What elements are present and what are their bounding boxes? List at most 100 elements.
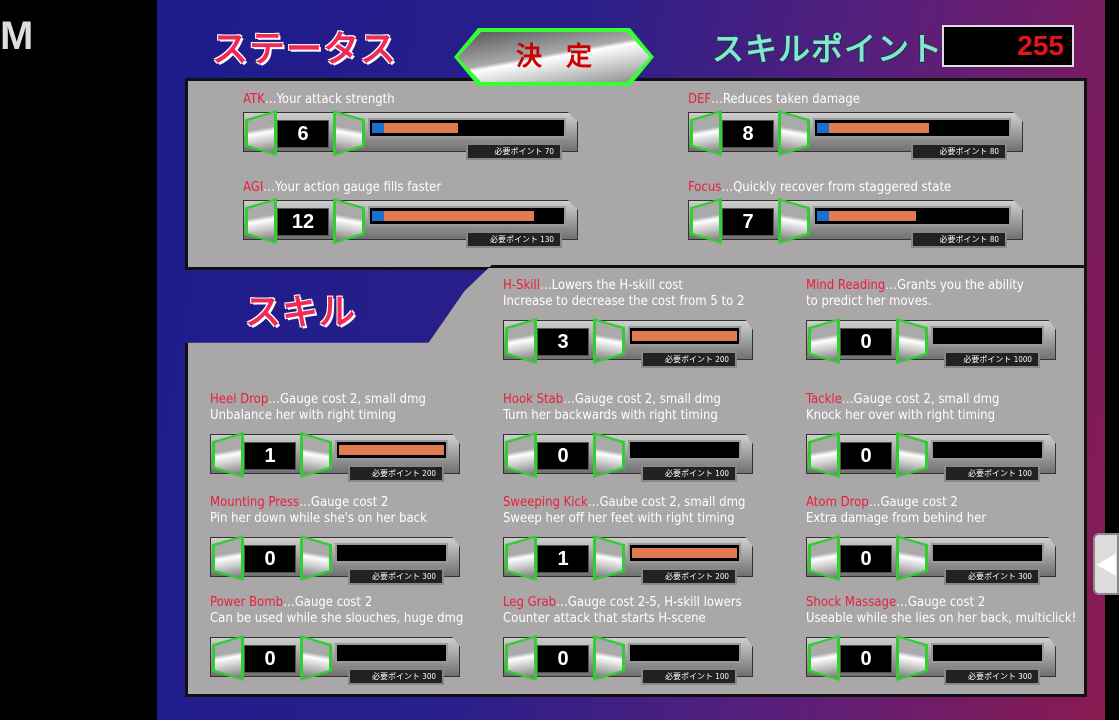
item-desc-2: Increase to decrease the cost from 5 to … [503, 294, 745, 309]
required-value: 130 [540, 235, 554, 244]
decrease-button[interactable] [212, 432, 244, 478]
item-desc-2: Sweep her off her feet with right timing [503, 511, 735, 526]
item-ellipsis: … [885, 278, 898, 293]
required-points: 必要ポイント 80 [911, 143, 1007, 160]
stats-widget: 7 必要ポイント 80 [688, 196, 1023, 250]
item-ellipsis: … [264, 92, 277, 107]
level-gauge [628, 643, 741, 663]
gauge-base [372, 211, 384, 221]
gauge-base [817, 123, 829, 133]
gauge-fill [372, 123, 458, 133]
item-name: Atom Drop [806, 495, 869, 510]
level-value: 0 [537, 645, 589, 673]
level-gauge [628, 326, 741, 346]
confirm-button[interactable]: 決定 [454, 28, 654, 86]
level-gauge [335, 440, 448, 460]
required-label: 必要ポイント [371, 672, 420, 681]
item-name: Sweeping Kick [503, 495, 588, 510]
skills-widget: 0 必要ポイント 300 [806, 633, 1056, 687]
required-points: 必要ポイント 200 [641, 351, 737, 368]
level-gauge [368, 206, 566, 226]
stats-label: AGI…Your action gauge fills faster [243, 180, 441, 196]
arrow-right-icon [899, 638, 925, 678]
stats-label: DEF…Reduces taken damage [688, 92, 860, 108]
required-label: 必要ポイント [664, 572, 713, 581]
skills-widget: 0 必要ポイント 300 [210, 533, 460, 587]
arrow-left-icon [248, 201, 274, 241]
item-name: Mind Reading [806, 278, 886, 293]
required-points: 必要ポイント 300 [348, 568, 444, 585]
skill-points-label: スキルポイント [712, 30, 944, 68]
item-desc: Gaube cost 2, small dmg [599, 495, 746, 510]
arrow-left-icon [693, 113, 719, 153]
item-ellipsis: … [283, 595, 295, 610]
stats-widget: 6 必要ポイント 70 [243, 108, 578, 162]
decrease-button[interactable] [808, 535, 840, 581]
item-ellipsis: … [711, 92, 723, 107]
gauge-fill [632, 331, 737, 341]
arrow-right-icon [596, 638, 622, 678]
level-gauge [931, 643, 1044, 663]
decrease-button[interactable] [245, 198, 277, 244]
level-value: 0 [840, 328, 892, 356]
skills-widget: 3 必要ポイント 200 [503, 316, 753, 370]
arrow-left-icon [508, 538, 534, 578]
item-desc: Gauge cost 2 [310, 495, 389, 510]
level-gauge [628, 440, 741, 460]
level-gauge [931, 326, 1044, 346]
item-desc: Gauge cost 2-5, H-skill lowers [567, 595, 742, 610]
required-points: 必要ポイント 100 [641, 465, 737, 482]
arrow-left-icon [248, 113, 274, 153]
stats-label: ATK…Your attack strength [243, 92, 395, 108]
arrow-right-icon [596, 435, 622, 475]
required-points: 必要ポイント 100 [641, 668, 737, 685]
required-label: 必要ポイント [664, 469, 713, 478]
arrow-left-icon [215, 538, 241, 578]
decrease-button[interactable] [505, 432, 537, 478]
decrease-button[interactable] [505, 635, 537, 681]
item-name: Shock Massage [806, 595, 897, 610]
skill-points-value: 255 [942, 25, 1074, 67]
required-value: 100 [1018, 469, 1032, 478]
decrease-button[interactable] [212, 635, 244, 681]
decrease-button[interactable] [808, 635, 840, 681]
arrow-left-icon [508, 638, 534, 678]
decrease-button[interactable] [212, 535, 244, 581]
required-label: 必要ポイント [967, 469, 1016, 478]
required-value: 1000 [1013, 355, 1032, 364]
item-desc: Gauge cost 2, small dmg [853, 392, 1000, 407]
gauge-base [372, 123, 384, 133]
level-gauge [813, 118, 1011, 138]
item-desc-2: to predict her moves. [806, 294, 932, 309]
item-ellipsis: … [556, 595, 568, 610]
item-name: ATK [243, 92, 265, 107]
item-desc-2: Counter attack that starts H-scene [503, 611, 706, 626]
arrow-right-icon [303, 538, 329, 578]
side-tab-button[interactable]: ◀ [1093, 533, 1119, 595]
item-ellipsis: … [563, 392, 575, 407]
required-label: 必要ポイント [939, 147, 988, 156]
decrease-button[interactable] [505, 318, 537, 364]
required-value: 200 [422, 469, 436, 478]
arrow-right-icon [336, 201, 362, 241]
item-ellipsis: … [587, 495, 600, 510]
required-points: 必要ポイント 70 [466, 143, 562, 160]
gauge-base [817, 211, 829, 221]
item-desc-2: Useable while she lies on her back, mult… [806, 611, 1077, 626]
item-desc: Quickly recover from staggered state [733, 180, 952, 195]
item-desc-2: Unbalance her with right timing [210, 408, 396, 423]
corner-text: M [0, 14, 34, 58]
required-points: 必要ポイント 300 [348, 668, 444, 685]
item-ellipsis: … [721, 180, 734, 195]
game-screen: ステータス 決定 スキルポイント 255 スキル ATK…Your attack… [157, 0, 1105, 720]
item-desc: Gauge cost 2 [294, 595, 373, 610]
decrease-button[interactable] [505, 535, 537, 581]
item-name: Tackle [806, 392, 842, 407]
level-value: 0 [537, 442, 589, 470]
required-label: 必要ポイント [967, 672, 1016, 681]
item-ellipsis: … [268, 392, 280, 407]
level-value: 6 [277, 120, 329, 148]
